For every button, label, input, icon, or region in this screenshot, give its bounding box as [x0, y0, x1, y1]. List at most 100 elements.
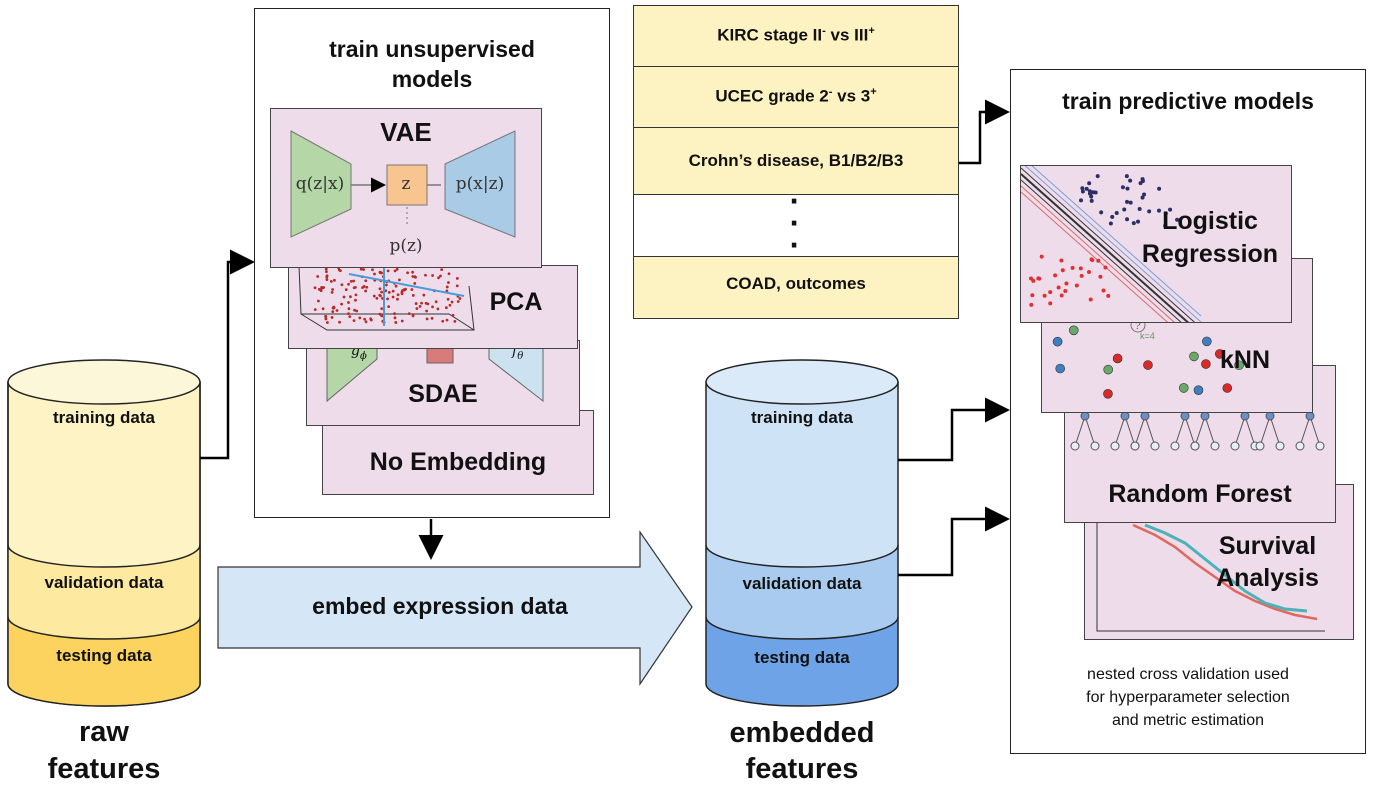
pca-point	[411, 275, 415, 278]
pca-point	[364, 289, 368, 293]
pca-point	[330, 316, 334, 319]
pca-point	[352, 279, 356, 283]
pca-point	[391, 289, 395, 293]
tree-leaf	[1275, 441, 1285, 451]
lr-point-class-b	[1039, 254, 1044, 259]
vae-diagram	[290, 130, 516, 238]
pca-point	[313, 286, 317, 290]
tree-leaf	[1190, 441, 1200, 451]
survival-curves	[1096, 515, 1325, 632]
pca-point	[317, 287, 321, 291]
vae-prior-label: p(z)	[389, 236, 423, 256]
no-embedding-label: No Embedding	[369, 448, 547, 476]
lr-margin-line	[1024, 166, 1202, 322]
tree-leaf	[1255, 441, 1265, 451]
lr-point-class-a	[1084, 186, 1089, 191]
pca-point	[437, 276, 440, 280]
lr-point-class-a	[1128, 178, 1133, 183]
pca-point	[456, 300, 460, 303]
lr-point-class-a	[1163, 211, 1168, 216]
pca-point	[371, 268, 374, 272]
logistic-label-line2: Regression	[1141, 240, 1279, 268]
pca-point	[394, 284, 398, 288]
pca-point	[393, 316, 397, 320]
lr-point-class-a	[1137, 207, 1142, 212]
lr-point-class-a	[1108, 221, 1113, 226]
tree-edge	[1244, 415, 1256, 447]
lr-point-class-b	[1074, 283, 1079, 288]
pca-point	[373, 272, 376, 276]
pca-point	[335, 309, 339, 312]
lr-point-class-b	[1103, 265, 1108, 270]
pca-point	[387, 291, 391, 294]
sdae-card: gϕ fθ	[306, 340, 580, 426]
lr-point-class-a	[1110, 214, 1115, 219]
pca-point	[348, 315, 352, 319]
vae-card	[270, 108, 542, 268]
pca-point	[365, 285, 369, 289]
pca-point	[425, 309, 428, 313]
task-kirc	[633, 5, 959, 67]
tree-node	[1200, 411, 1210, 421]
knn-point	[1202, 336, 1212, 347]
knn-point	[1143, 360, 1153, 370]
tree-edge	[1204, 415, 1216, 447]
pca-point	[332, 305, 336, 309]
lr-point-class-a	[1175, 217, 1180, 222]
tree-node	[1180, 411, 1190, 421]
pca-point	[362, 285, 366, 288]
pca-point	[330, 291, 334, 294]
pca-point	[378, 287, 382, 291]
pca-point	[424, 273, 427, 277]
pca-point	[445, 318, 449, 322]
tree-edge	[1259, 415, 1271, 447]
raw-testing-label: testing data	[56, 646, 152, 665]
lr-point-class-a	[1080, 189, 1085, 194]
survival-label-line1: Survival	[1218, 532, 1317, 560]
pca-point	[354, 285, 357, 289]
pca-point	[363, 317, 367, 321]
footnote-line1: nested cross validation used	[1087, 666, 1289, 683]
tree-leaf	[1130, 441, 1140, 451]
tree-edge	[1194, 415, 1206, 447]
pca-point	[451, 313, 455, 317]
pca-point	[313, 308, 317, 311]
task-crohns	[633, 127, 959, 195]
lr-point-class-b	[1048, 290, 1053, 295]
lr-point-class-b	[1059, 293, 1064, 298]
tree-leaf	[1090, 441, 1100, 451]
knn-k-label: k=4	[1140, 331, 1155, 341]
pca-point	[447, 272, 451, 276]
lr-point-class-a	[1122, 207, 1127, 212]
lr-point-class-b	[1056, 285, 1061, 290]
task-ucec-label: UCEC grade 2- vs 3+	[715, 86, 877, 106]
embedded-training-label: training data	[750, 408, 853, 427]
lr-point-class-b	[1070, 265, 1075, 270]
pca-point	[325, 270, 328, 274]
pca-point	[396, 297, 399, 301]
knn-point	[1052, 336, 1063, 347]
raw-training-label: training data	[52, 408, 155, 427]
lr-point-class-a	[1157, 208, 1162, 213]
pca-point	[354, 298, 357, 302]
tree-edge	[1299, 415, 1311, 447]
pca-point	[411, 314, 415, 318]
tree-leaf	[1315, 441, 1325, 451]
lr-margin-line	[1021, 179, 1182, 322]
pca-point	[411, 270, 415, 274]
pca-point	[430, 316, 434, 320]
pca-point	[359, 267, 363, 271]
tree-leaf	[1170, 441, 1180, 451]
knn-label: kNN	[1219, 346, 1270, 374]
vae-decoder-label: p(x|z)	[455, 174, 505, 194]
tree-edge	[1234, 415, 1246, 447]
vae-latent-label: z	[401, 174, 411, 194]
lr-point-class-a	[1089, 194, 1094, 199]
lr-point-class-a	[1142, 192, 1147, 197]
logistic-label-line1: Logistic	[1162, 207, 1258, 235]
lr-point-class-b	[1036, 276, 1041, 281]
pca-point	[347, 282, 350, 286]
pca-point	[358, 316, 362, 320]
pca-point	[324, 267, 328, 271]
pca-point	[369, 317, 373, 321]
